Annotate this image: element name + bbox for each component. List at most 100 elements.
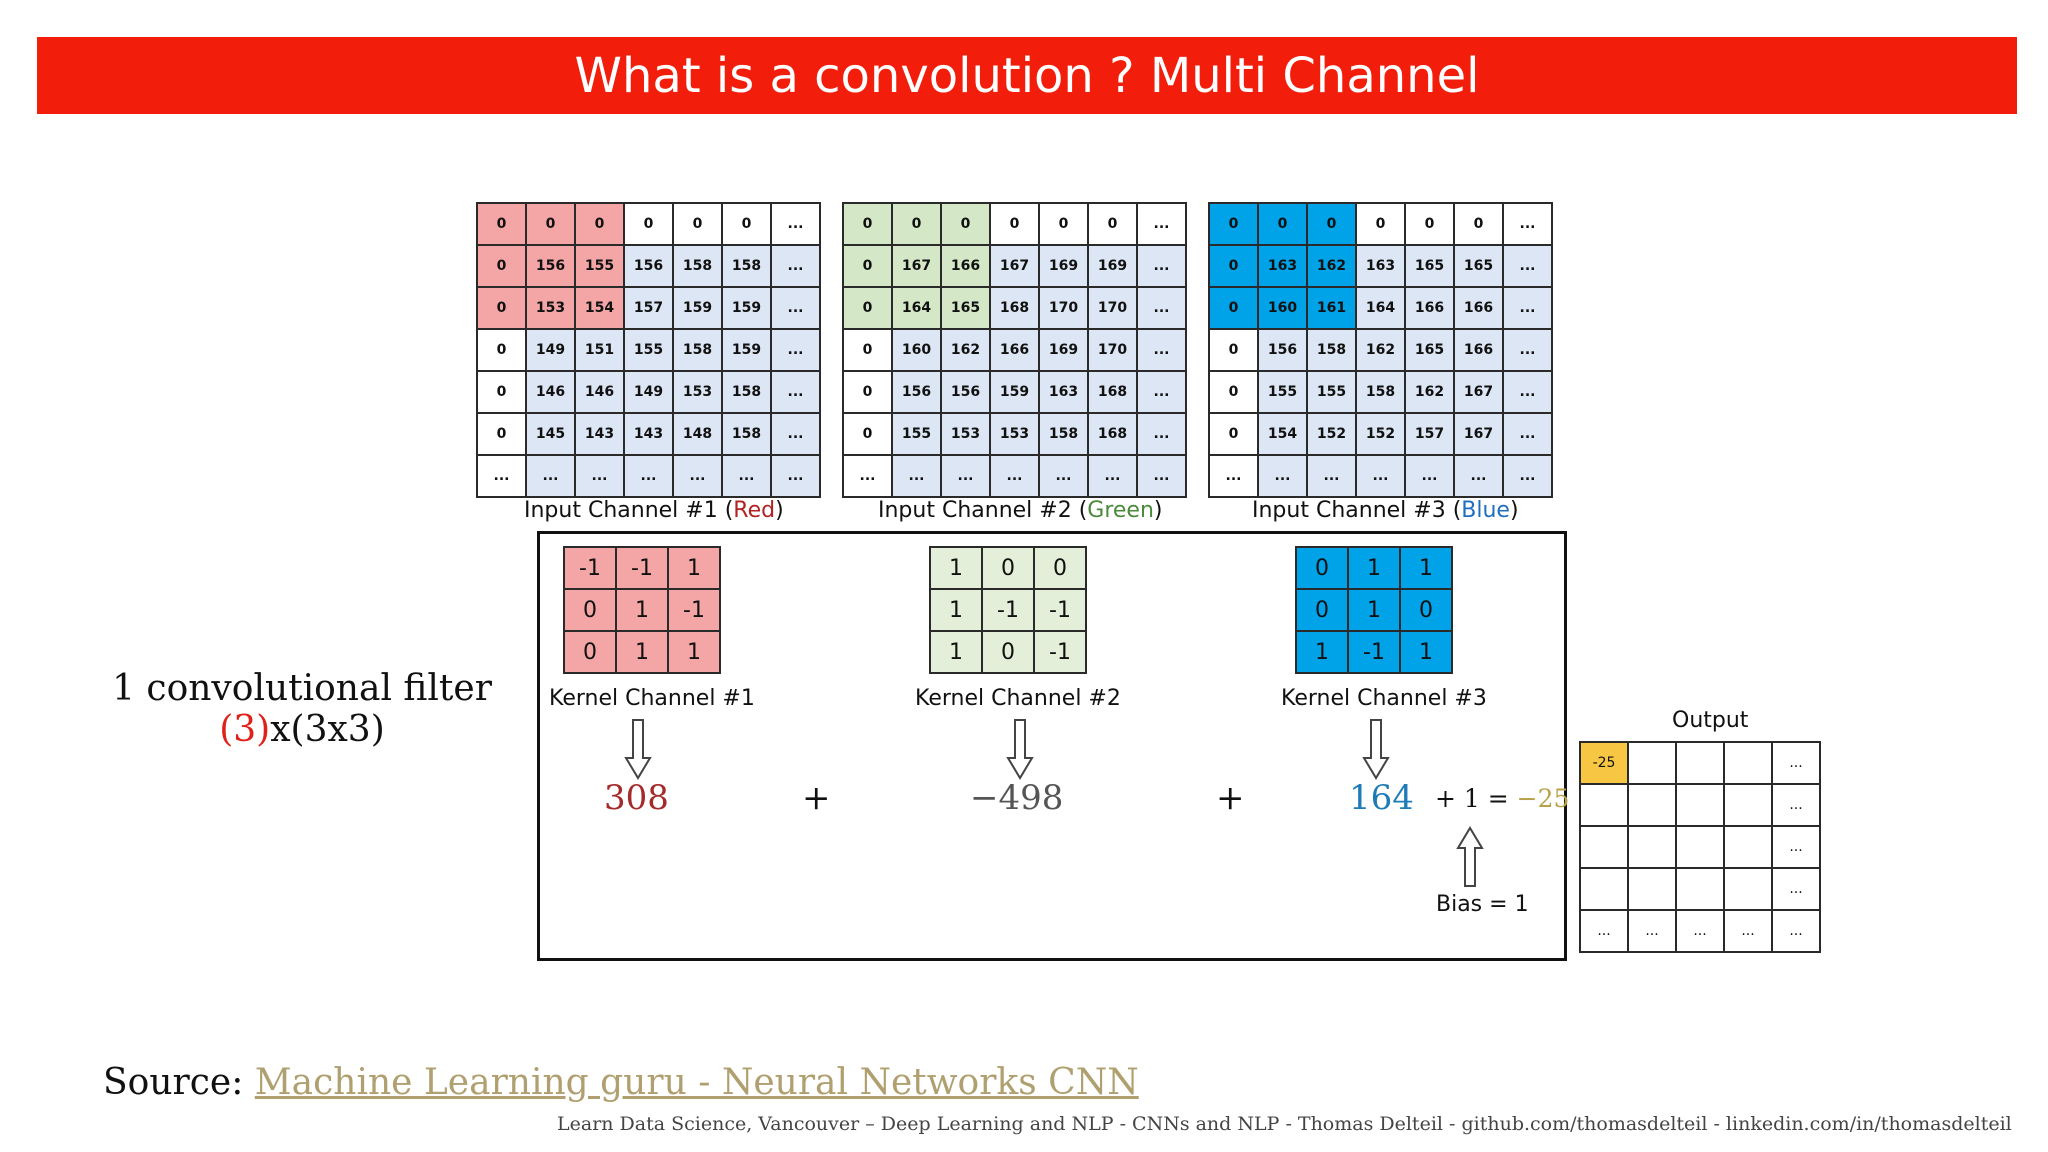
grid-cell: ... [1453,454,1504,498]
grid-cell: 0 [476,328,527,372]
grid-cell: 146 [574,370,625,414]
grid-cell: ... [770,202,821,246]
grid-cell [1627,741,1677,785]
kernel-2-result: −498 [970,778,1064,818]
grid-cell: 155 [1306,370,1357,414]
grid-cell: 1 [1295,630,1349,674]
grid-cell: -1 [1033,630,1087,674]
grid-cell: 0 [981,630,1035,674]
grid-cell: 160 [891,328,942,372]
grid-cell: 166 [989,328,1040,372]
grid-row: 1-1-1 [929,588,1087,632]
grid-cell: ... [1355,454,1406,498]
grid-cell [1675,867,1725,911]
grid-cell: 0 [672,202,723,246]
grid-cell: ... [476,454,527,498]
grid-cell: 0 [476,412,527,456]
grid-cell: -1 [1033,588,1087,632]
grid-cell: 168 [1087,370,1138,414]
grid-cell: ... [1038,454,1089,498]
grid-cell: -1 [667,588,721,632]
grid-cell: 166 [940,244,991,288]
grid-cell: 0 [1208,244,1259,288]
grid-cell [1627,825,1677,869]
grid-cell: 0 [1306,202,1357,246]
grid-row: ... [1579,825,1821,869]
grid-cell: 1 [1399,630,1453,674]
grid-cell: 0 [563,630,617,674]
grid-cell: 155 [891,412,942,456]
grid-cell: 156 [1257,328,1308,372]
grid-cell: ... [770,328,821,372]
grid-cell: 166 [1453,328,1504,372]
grid-cell: 0 [623,202,674,246]
grid-cell [1627,783,1677,827]
grid-cell: 0 [574,202,625,246]
grid-cell: 151 [574,328,625,372]
grid-row: ..................... [476,454,821,498]
grid-cell: ... [1771,909,1821,953]
grid-cell: 156 [940,370,991,414]
grid-cell: 0 [1208,202,1259,246]
grid-cell: 146 [525,370,576,414]
grid-cell: 158 [721,412,772,456]
grid-cell [1675,741,1725,785]
grid-cell: 166 [1404,286,1455,330]
grid-cell: 169 [1087,244,1138,288]
grid-cell: 153 [940,412,991,456]
grid-cell: 170 [1087,286,1138,330]
grid-cell: 0 [1038,202,1089,246]
grid-cell: ... [1502,202,1553,246]
grid-cell: 158 [721,370,772,414]
grid-cell: 1 [929,588,983,632]
grid-cell: 161 [1306,286,1357,330]
grid-cell: ... [1771,783,1821,827]
up-arrow-icon [1456,826,1484,887]
grid-cell [1579,825,1629,869]
grid-row: ..................... [1208,454,1553,498]
grid-cell: ... [1502,244,1553,288]
grid-cell: 1 [1347,588,1401,632]
source-link[interactable]: Machine Learning guru - Neural Networks … [254,1062,1139,1103]
grid-cell: 164 [891,286,942,330]
plus-operator: + [802,778,831,818]
grid-cell: -1 [1347,630,1401,674]
grid-cell: 157 [623,286,674,330]
bias-expression: + 1 = −25 [1435,784,1570,813]
grid-cell: ... [1502,286,1553,330]
grid-cell: ... [1502,370,1553,414]
grid-cell: ... [1136,454,1187,498]
grid-cell: 153 [672,370,723,414]
grid-cell: 0 [525,202,576,246]
grid-cell: ... [891,454,942,498]
grid-cell: 149 [525,328,576,372]
grid-cell: ... [1306,454,1357,498]
grid-cell: 149 [623,370,674,414]
grid-cell: 0 [1295,588,1349,632]
down-arrow-icon [624,719,652,780]
kernel-channel-2-caption: Kernel Channel #2 [915,686,1121,711]
grid-cell: ... [770,244,821,288]
output-grid: -25........................... [1579,741,1821,953]
grid-cell [1675,825,1725,869]
grid-cell: ... [770,454,821,498]
grid-row: ... [1579,783,1821,827]
grid-cell [1723,825,1773,869]
grid-cell: ... [1136,244,1187,288]
grid-cell: ... [989,454,1040,498]
grid-cell: 162 [1355,328,1406,372]
grid-cell: 0 [891,202,942,246]
grid-cell: 0 [1208,286,1259,330]
grid-cell: 167 [1453,370,1504,414]
grid-cell: 1 [667,546,721,590]
grid-cell: 1 [929,630,983,674]
grid-cell: ... [770,370,821,414]
